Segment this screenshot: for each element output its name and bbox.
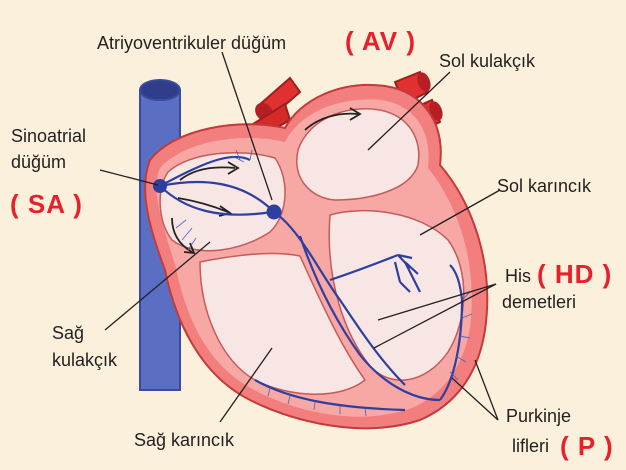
sa-node-label-line1: Sinoatrial [11,126,86,146]
his-label-line2: demetleri [502,292,576,312]
right-atrium-label-line2: kulakçık [52,350,117,370]
left-atrium-label: Sol kulakçık [439,51,535,71]
right-atrium-label-line1: Sağ [52,323,84,343]
right-ventricle-label: Sağ karıncık [134,430,234,450]
av-node-label: Atriyoventrikuler düğüm [97,33,286,53]
his-abbreviation: ( HD ) [537,260,612,288]
purkinje-label-line2: lifleri [512,436,549,456]
sa-abbreviation: ( SA ) [10,190,83,218]
av-abbreviation: ( AV ) [345,27,416,55]
purkinje-label-line1: Purkinje [506,406,571,426]
av-node [267,205,282,220]
purkinje-abbreviation: ( P ) [560,432,614,460]
left-ventricle-label: Sol karıncık [497,176,591,196]
sa-node-label-line2: düğüm [11,152,66,172]
sa-node [153,179,167,193]
his-label-line1: His [505,266,531,286]
